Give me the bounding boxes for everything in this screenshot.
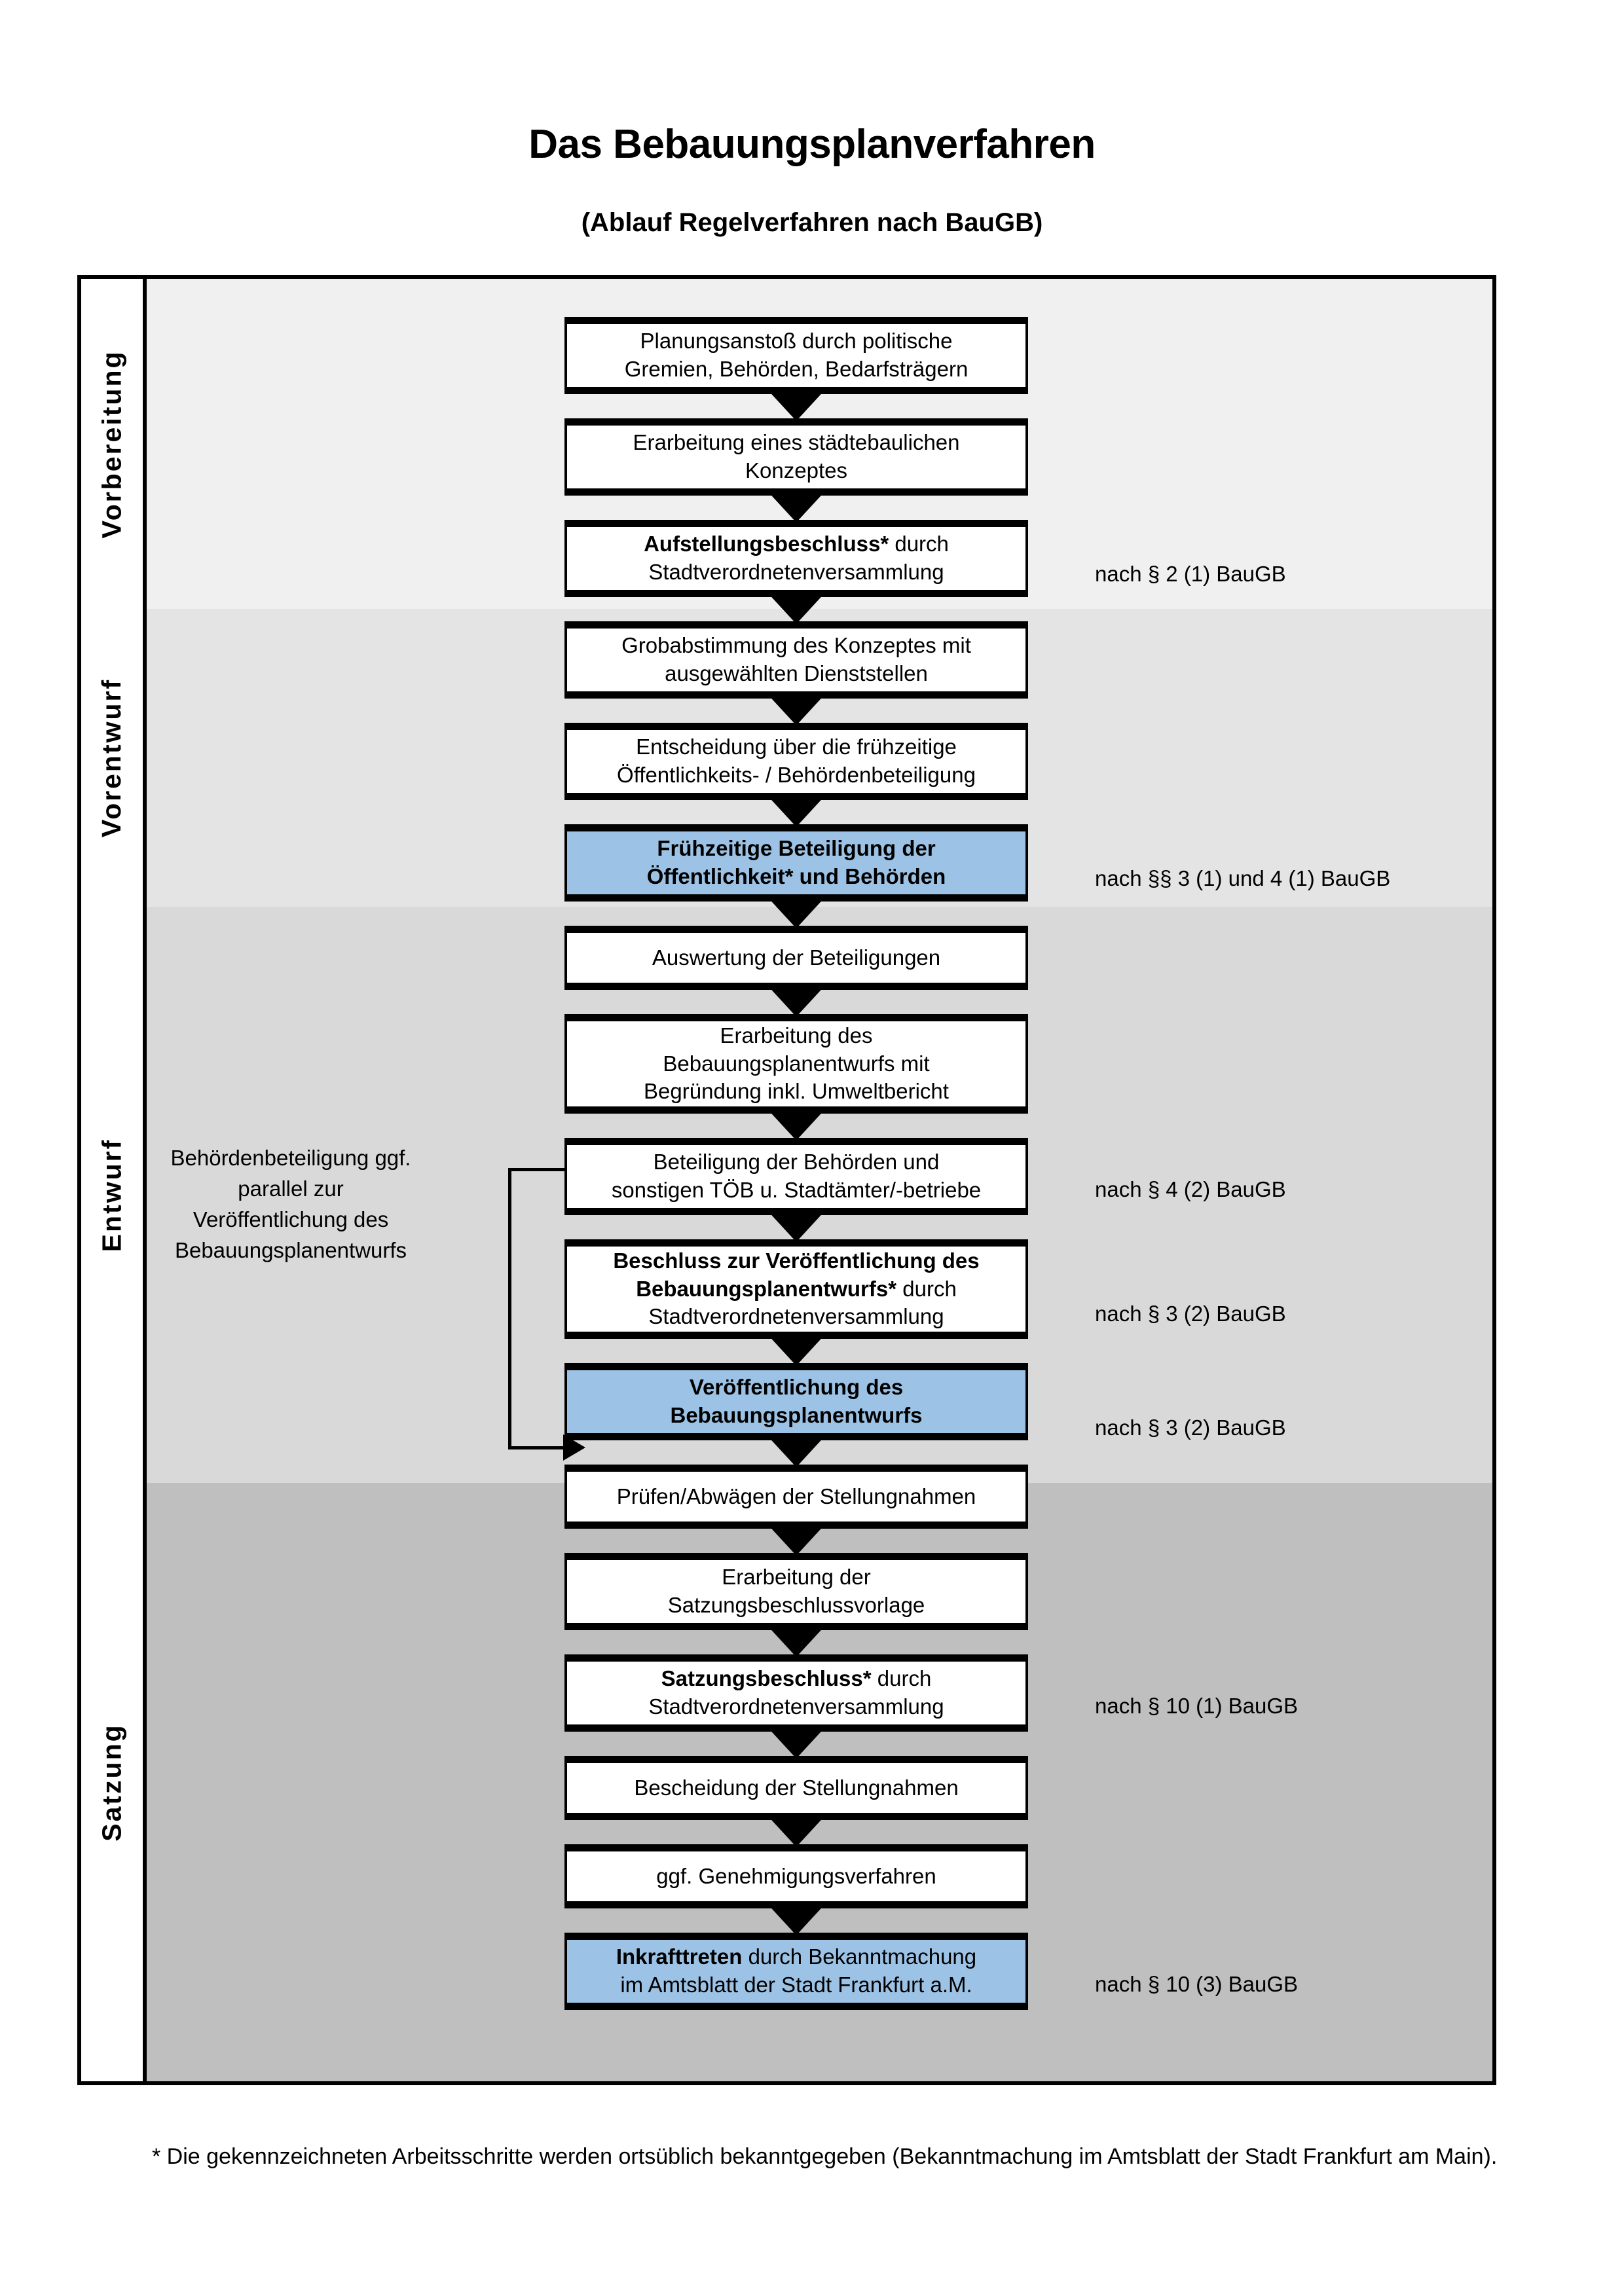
step-box-beteiligung-behoerden[interactable]: Beteiligung der Behörden und sonstigen T…: [564, 1138, 1028, 1215]
step-box-grobabstimmung[interactable]: Grobabstimmung des Konzeptes mit ausgewä…: [564, 621, 1028, 699]
step-line: Stadtverordnetenversammlung: [648, 1694, 944, 1719]
step-line: Entscheidung über die frühzeitige: [636, 735, 957, 759]
phase-label-vorentwurf: Vorentwurf: [81, 609, 147, 907]
side-note-line: ggf. parallel zur: [238, 1146, 411, 1201]
step-line: Öffentlichkeit* und Behörden: [647, 863, 946, 891]
step-line: ausgewählten Dienststellen: [665, 661, 928, 685]
side-note-line: Behördenbeteiligung: [170, 1146, 369, 1170]
step-line: Erarbeitung eines städtebaulichen: [633, 430, 960, 455]
legal-ref-par3-2-b: nach § 3 (2) BauGB: [1095, 1415, 1286, 1440]
phase-label-entwurf: Entwurf: [81, 907, 147, 1483]
step-line: Begründung inkl. Umweltbericht: [644, 1079, 949, 1104]
step-box-pruefen-abwaegen[interactable]: Prüfen/Abwägen der Stellungnahmen: [564, 1465, 1028, 1529]
step-line: Öffentlichkeits- / Behördenbeteiligung: [617, 763, 976, 787]
step-line-bold: Veröffentlichung des: [689, 1375, 904, 1400]
step-line: Gremien, Behörden, Bedarfsträgern: [624, 357, 969, 381]
step-line-bold: Satzungsbeschluss*: [661, 1666, 872, 1691]
legal-ref-par3-4-1: nach §§ 3 (1) und 4 (1) BauGB: [1095, 866, 1391, 890]
step-line: Beschluss zur Veröffentlichung des: [613, 1247, 979, 1275]
step-line: Grobabstimmung des Konzeptes mit: [621, 633, 971, 658]
step-box-beschluss-veroeffentlichung[interactable]: Beschluss zur Veröffentlichung des Bebau…: [564, 1239, 1028, 1339]
phase-label-text: Satzung: [96, 1722, 127, 1842]
step-line: Erarbeitung der: [722, 1565, 871, 1590]
step-box-erarbeitung-entwurf[interactable]: Erarbeitung des Bebauungsplanentwurfs mi…: [564, 1014, 1028, 1114]
step-line: sonstigen TÖB u. Stadtämter/-betriebe: [611, 1178, 982, 1202]
footnote: * Die gekennzeichneten Arbeitsschritte w…: [152, 2144, 1498, 2169]
connector-top-segment: [508, 1168, 574, 1171]
step-line-bold: Beschluss zur Veröffentlichung des: [613, 1248, 980, 1273]
side-note-line: Veröffentlichung des: [193, 1207, 389, 1231]
legal-ref-par3-2-a: nach § 3 (2) BauGB: [1095, 1302, 1286, 1326]
phase-label-satzung: Satzung: [81, 1483, 147, 2081]
step-line: Erarbeitung des: [720, 1023, 873, 1048]
phase-label-vorbereitung: Vorbereitung: [81, 279, 147, 609]
legal-ref-par4-2: nach § 4 (2) BauGB: [1095, 1177, 1286, 1201]
side-note-behoerdenbeteiligung: Behördenbeteiligung ggf. parallel zur Ve…: [160, 1143, 422, 1266]
step-line: Aufstellungsbeschluss* durch: [644, 532, 949, 556]
step-box-fruehzeitige-beteiligung[interactable]: Frühzeitige Beteiligung der Öffentlichke…: [564, 824, 1028, 902]
step-line: Beteiligung der Behörden und: [653, 1150, 940, 1175]
step-line: Auswertung der Beteiligungen: [652, 945, 941, 970]
step-line: Bebauungsplanentwurfs mit: [663, 1051, 930, 1076]
phase-label-text: Entwurf: [96, 1138, 127, 1252]
step-line: Bebauungsplanentwurfs: [670, 1402, 922, 1430]
side-note-line: Bebauungsplanentwurfs: [174, 1237, 407, 1262]
page-subtitle: (Ablauf Regelverfahren nach BauGB): [581, 208, 1043, 237]
step-box-inkrafttreten[interactable]: Inkrafttreten durch Bekanntmachung im Am…: [564, 1933, 1028, 2010]
step-line: Prüfen/Abwägen der Stellungnahmen: [616, 1484, 976, 1508]
step-box-planungsanstoss[interactable]: Planungsanstoß durch politische Gremien,…: [564, 317, 1028, 394]
step-line: Stadtverordnetenversammlung: [648, 560, 944, 584]
step-line-bold: Bebauungsplanentwurfs*: [636, 1276, 897, 1301]
step-box-satzungsbeschlussvorlage[interactable]: Erarbeitung der Satzungsbeschlussvorlage: [564, 1553, 1028, 1630]
step-line: Satzungsbeschlussvorlage: [667, 1593, 925, 1617]
step-line-bold: Öffentlichkeit* und Behörden: [646, 864, 946, 888]
step-line: Satzungsbeschluss* durch: [661, 1666, 932, 1691]
step-line: Veröffentlichung des: [690, 1374, 903, 1402]
step-line: Stadtverordnetenversammlung: [648, 1304, 944, 1329]
step-line: ggf. Genehmigungsverfahren: [656, 1863, 936, 1888]
phase-label-text: Vorbereitung: [96, 349, 127, 539]
step-line-bold: Aufstellungsbeschluss*: [644, 532, 889, 556]
connector-vertical: [508, 1168, 511, 1448]
phase-label-text: Vorentwurf: [96, 678, 127, 838]
step-line: Bebauungsplanentwurfs* durch: [636, 1276, 957, 1301]
legal-ref-par10-3: nach § 10 (3) BauGB: [1095, 1972, 1299, 1996]
step-line: Konzeptes: [745, 458, 847, 483]
step-line: Inkrafttreten durch Bekanntmachung: [616, 1944, 977, 1969]
step-box-bescheidung[interactable]: Bescheidung der Stellungnahmen: [564, 1756, 1028, 1820]
step-box-genehmigungsverfahren[interactable]: ggf. Genehmigungsverfahren: [564, 1844, 1028, 1908]
step-box-entscheidung-beteiligung[interactable]: Entscheidung über die frühzeitige Öffent…: [564, 723, 1028, 800]
step-box-staedtebau-konzept[interactable]: Erarbeitung eines städtebaulichen Konzep…: [564, 418, 1028, 496]
connector-bottom-segment: [508, 1446, 566, 1449]
step-line: Bescheidung der Stellungnahmen: [634, 1775, 959, 1800]
step-line-bold: Bebauungsplanentwurfs: [670, 1403, 923, 1427]
legal-ref-par2-1: nach § 2 (1) BauGB: [1095, 562, 1286, 586]
step-line: im Amtsblatt der Stadt Frankfurt a.M.: [620, 1973, 972, 1997]
step-line-bold: Frühzeitige Beteiligung der: [657, 836, 936, 861]
step-line: Frühzeitige Beteiligung der: [657, 835, 935, 863]
step-line: Planungsanstoß durch politische: [640, 329, 953, 354]
step-line-bold: Inkrafttreten: [616, 1944, 743, 1969]
step-box-satzungsbeschluss[interactable]: Satzungsbeschluss* durch Stadtverordnete…: [564, 1654, 1028, 1732]
step-box-aufstellungsbeschluss[interactable]: Aufstellungsbeschluss* durch Stadtverord…: [564, 520, 1028, 597]
step-box-veroeffentlichung[interactable]: Veröffentlichung des Bebauungsplanentwur…: [564, 1363, 1028, 1440]
legal-ref-par10-1: nach § 10 (1) BauGB: [1095, 1694, 1299, 1718]
step-box-auswertung[interactable]: Auswertung der Beteiligungen: [564, 926, 1028, 990]
flowchart-frame: Vorbereitung Vorentwurf Entwurf Satzung …: [77, 275, 1496, 2085]
page-title: Das Bebauungsplanverfahren: [528, 122, 1096, 167]
